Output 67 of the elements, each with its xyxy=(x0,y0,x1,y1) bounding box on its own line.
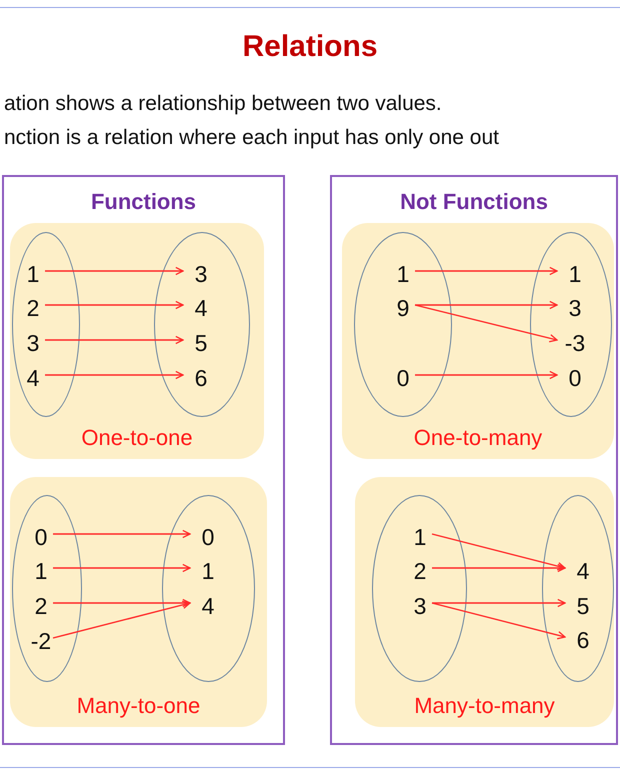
mapping-type-label: Many-to-many xyxy=(414,693,555,719)
ellipse-outline xyxy=(530,232,612,417)
arrow xyxy=(415,300,558,310)
number-value: 1 xyxy=(193,557,223,585)
number-value: 2 xyxy=(18,294,48,322)
number-value: 4 xyxy=(186,294,216,322)
mapping-panel xyxy=(10,477,267,727)
arrow xyxy=(52,600,191,639)
diagram-title: Relations xyxy=(242,30,378,64)
arrow xyxy=(53,598,191,608)
number-value: 3 xyxy=(18,329,48,357)
mapping-panel xyxy=(355,477,614,727)
number-value: 3 xyxy=(560,294,590,322)
mapping-type-label: One-to-many xyxy=(414,425,542,451)
number-value: 0 xyxy=(193,523,223,551)
arrow xyxy=(414,304,558,342)
arrow xyxy=(415,266,558,276)
number-value: -2 xyxy=(26,627,56,655)
number-value: 0 xyxy=(560,364,590,392)
ellipse-outline xyxy=(354,232,452,417)
number-value: 9 xyxy=(388,294,418,322)
number-value: 4 xyxy=(18,364,48,392)
arrow xyxy=(432,598,566,608)
arrow xyxy=(432,602,566,640)
number-value: 2 xyxy=(26,592,56,620)
arrow xyxy=(45,336,184,344)
number-value: 1 xyxy=(18,260,48,288)
number-value: 4 xyxy=(193,592,223,620)
mapping-type-label: Many-to-one xyxy=(76,693,200,719)
number-value: 2 xyxy=(405,557,435,585)
mapping-panel xyxy=(342,223,614,459)
number-value: 0 xyxy=(388,364,418,392)
panel-title: Not Functions xyxy=(400,189,548,215)
number-value: 1 xyxy=(560,260,590,288)
number-value: 3 xyxy=(405,592,435,620)
number-value: 3 xyxy=(186,260,216,288)
arrow xyxy=(432,533,566,570)
number-value: 6 xyxy=(186,364,216,392)
arrow xyxy=(45,370,184,380)
mapping-panel xyxy=(10,223,264,459)
number-value: -3 xyxy=(560,329,590,357)
number-value: 1 xyxy=(388,260,418,288)
arrow xyxy=(432,564,566,572)
number-value: 6 xyxy=(568,626,598,654)
number-value: 1 xyxy=(405,523,435,551)
definition-text: ation shows a relationship between two values. xyxy=(4,92,442,116)
definition-text: nction is a relation where each input has only one out xyxy=(4,126,499,150)
ellipse-outline xyxy=(12,495,82,682)
number-value: 5 xyxy=(568,592,598,620)
number-value: 4 xyxy=(568,557,598,585)
category-panel xyxy=(2,175,285,745)
number-value: 1 xyxy=(26,557,56,585)
number-value: 5 xyxy=(186,329,216,357)
arrow xyxy=(45,300,184,310)
panel-title: Functions xyxy=(90,189,196,215)
ellipse-outline xyxy=(542,495,614,682)
ellipse-outline xyxy=(154,232,250,417)
ellipse-outline xyxy=(372,495,467,682)
ellipse-outline xyxy=(162,495,255,682)
mapping-type-label: One-to-one xyxy=(81,425,193,451)
category-panel xyxy=(330,175,618,745)
arrow xyxy=(415,370,558,380)
arrow xyxy=(53,564,191,572)
arrow xyxy=(45,266,184,276)
ellipse-outline xyxy=(12,232,80,417)
arrow xyxy=(53,530,191,538)
number-value: 0 xyxy=(26,523,56,551)
